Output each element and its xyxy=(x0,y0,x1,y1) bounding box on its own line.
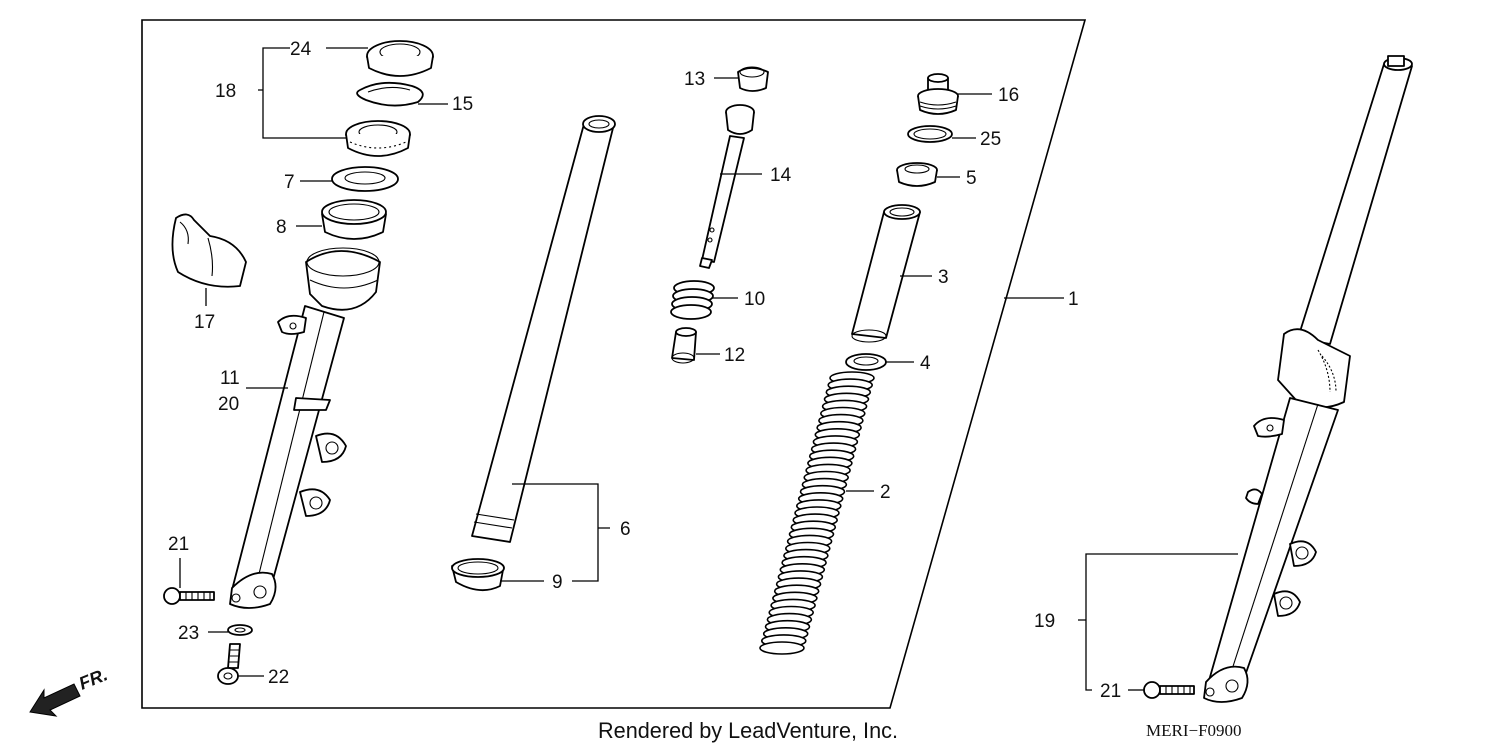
label-11: 11 xyxy=(220,368,240,389)
spring-coil xyxy=(759,641,805,655)
label-3: 3 xyxy=(938,267,949,288)
label-7: 7 xyxy=(284,172,295,193)
assembled-fork-part[interactable] xyxy=(1203,55,1413,703)
dust-seal-part[interactable] xyxy=(366,40,434,77)
label-12: 12 xyxy=(724,345,745,366)
label-10: 10 xyxy=(744,289,765,310)
label-5: 5 xyxy=(966,168,977,189)
label-6: 6 xyxy=(620,519,631,540)
label-14: 14 xyxy=(770,165,792,186)
fork-protector-part[interactable] xyxy=(171,213,247,288)
fork-slider-part[interactable] xyxy=(229,247,381,609)
fork-pipe-part[interactable] xyxy=(471,115,616,543)
label-21-right: 21 xyxy=(1100,681,1121,702)
label-1: 1 xyxy=(1068,289,1079,310)
leader-lines xyxy=(179,47,1238,691)
fork-bolt-part[interactable] xyxy=(917,73,959,115)
label-25: 25 xyxy=(980,129,1001,150)
piston-ring-part[interactable] xyxy=(737,66,769,92)
flange-bolt-right-part[interactable] xyxy=(1143,681,1195,699)
stopper-ring-part[interactable] xyxy=(356,81,424,107)
label-15: 15 xyxy=(452,94,473,115)
label-9: 9 xyxy=(552,572,563,593)
diagram-code: MERI−F0900 xyxy=(1146,721,1242,740)
slider-bushing-part[interactable] xyxy=(321,199,387,240)
render-credit: Rendered by LeadVenture, Inc. xyxy=(598,718,898,743)
label-8: 8 xyxy=(276,217,287,238)
label-19: 19 xyxy=(1034,611,1055,632)
fork-collar-part[interactable] xyxy=(851,204,921,343)
sealing-washer-part[interactable] xyxy=(227,624,253,636)
label-21: 21 xyxy=(168,534,189,555)
oil-seal-part[interactable] xyxy=(345,120,411,157)
socket-bolt-part[interactable] xyxy=(217,643,241,685)
label-23: 23 xyxy=(178,623,199,644)
spring-seat-upper-part[interactable] xyxy=(896,162,938,187)
fork-pipe-bushing-part[interactable] xyxy=(451,558,505,592)
label-18: 18 xyxy=(215,81,236,102)
back-up-ring-part[interactable] xyxy=(331,166,399,192)
o-ring-part[interactable] xyxy=(907,125,953,143)
callout-labels: 24 18 15 7 8 17 11 20 21 23 22 6 9 13 14… xyxy=(168,39,1121,702)
label-22: 22 xyxy=(268,667,289,688)
flange-bolt-part[interactable] xyxy=(163,587,215,605)
label-17: 17 xyxy=(194,312,215,333)
fork-spring-part[interactable] xyxy=(759,371,875,655)
label-2: 2 xyxy=(880,482,891,503)
front-arrow-icon: FR. xyxy=(29,664,110,717)
label-20: 20 xyxy=(218,394,239,415)
label-4: 4 xyxy=(920,353,931,374)
label-16: 16 xyxy=(998,85,1019,106)
fork-piston-part[interactable] xyxy=(699,104,755,269)
front-label: FR. xyxy=(76,664,110,693)
label-13: 13 xyxy=(684,69,705,90)
assembly-frame xyxy=(141,19,1087,709)
label-24: 24 xyxy=(290,39,312,60)
spring-seat-lower-part[interactable] xyxy=(845,353,887,371)
rebound-spring-part[interactable] xyxy=(670,280,715,320)
oil-lock-piece-part[interactable] xyxy=(671,327,697,364)
